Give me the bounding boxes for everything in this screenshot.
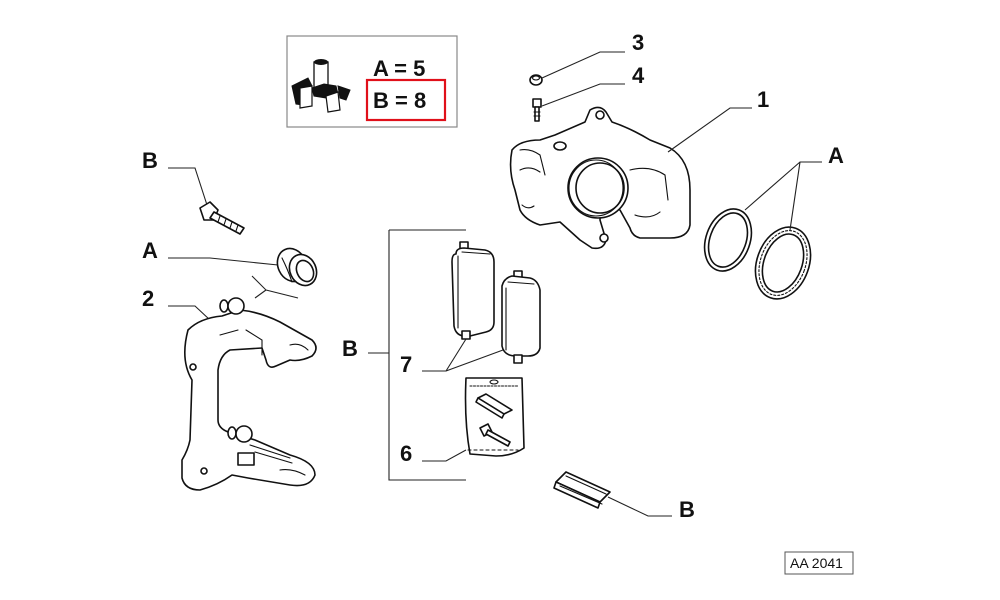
leader-3 [541,51,625,79]
carrier-bolt[interactable] [199,201,245,235]
legend-highlight-box [365,78,447,122]
leader-B-bolt [168,167,208,206]
legend-box: A = 5 B = 8 [286,35,458,128]
piston-seal[interactable] [696,202,759,277]
bleed-screw[interactable] [532,98,542,122]
callout-6[interactable]: 6 [400,441,412,466]
legend-entry-b: B = 8 [373,88,426,113]
leader-2 [168,305,211,321]
leader-7 [422,338,504,372]
dust-boot[interactable] [746,219,820,306]
reference-code: AA 2041 [790,555,843,571]
caliper-body[interactable] [509,106,691,250]
callout-A-right[interactable]: A [828,143,844,168]
callout-4[interactable]: 4 [632,63,645,88]
reference-code-box: AA 2041 [784,551,854,575]
fitting-kit-bag[interactable] [464,377,525,457]
leader-1 [667,107,752,153]
leader-4 [541,83,625,107]
leader-B-clip [607,496,672,517]
brake-pads[interactable] [451,241,541,364]
brake-pad-left[interactable] [451,241,495,340]
packaged-parts-icon [291,59,351,113]
bleed-screw-cap[interactable] [529,74,543,86]
callout-B-bolt[interactable]: B [142,148,158,173]
callout-B-clip[interactable]: B [679,497,695,522]
legend-entry-a: A = 5 [373,56,425,81]
guide-pin-boot[interactable] [272,244,321,290]
brake-pad-right[interactable] [501,270,541,364]
callout-A-left[interactable]: A [142,238,158,263]
leader-6 [422,449,467,462]
bracket-B-kit [368,229,466,481]
callout-B-kit[interactable]: B [342,336,358,361]
callout-2[interactable]: 2 [142,286,154,311]
callout-7[interactable]: 7 [400,352,412,377]
callout-1[interactable]: 1 [757,87,769,112]
leader-A-right [744,161,822,231]
leader-guide-detail [251,275,299,299]
caliper-carrier-bracket[interactable] [181,297,317,491]
callout-3[interactable]: 3 [632,30,644,55]
leader-A-left [168,257,279,266]
pad-retaining-clip[interactable] [553,471,611,509]
